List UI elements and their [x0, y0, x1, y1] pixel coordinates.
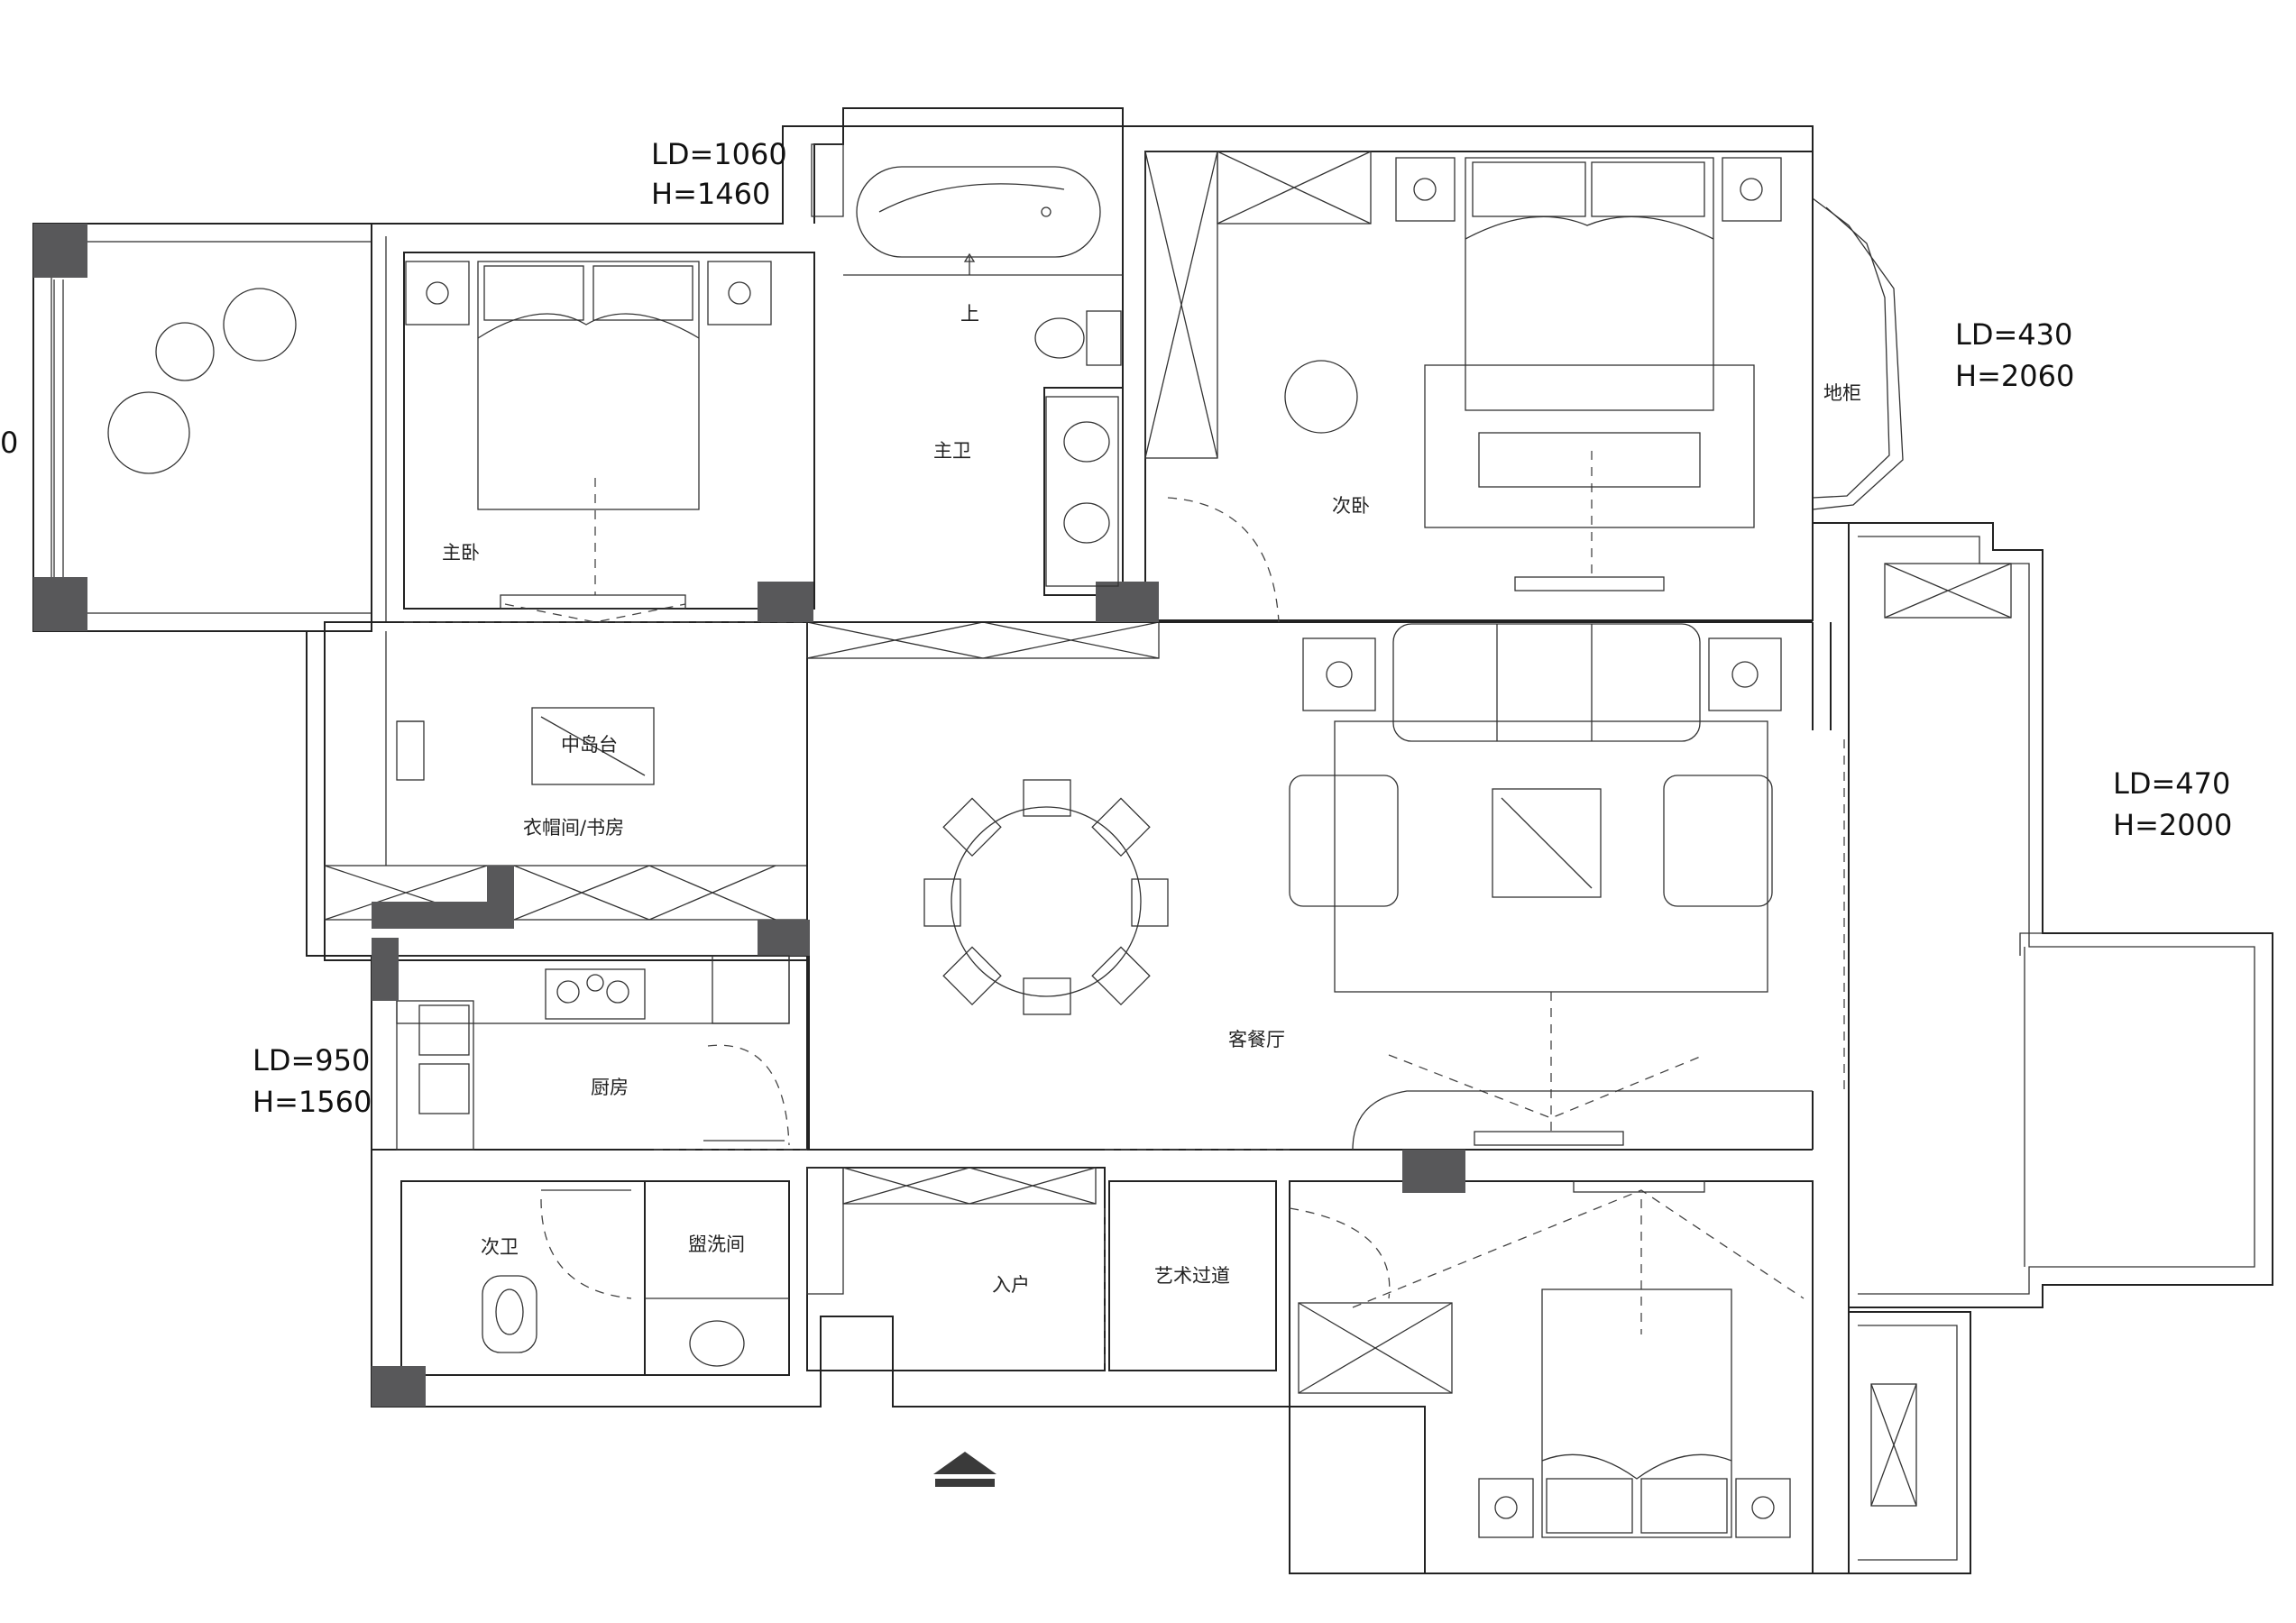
label-entrance: 入户: [992, 1274, 1030, 1296]
dim-right-top-h: H=2060: [1955, 359, 2074, 393]
columns: [33, 224, 1465, 1407]
label-second-bedroom: 次卧: [1332, 495, 1370, 517]
dim-cut-off: 0: [0, 426, 18, 460]
label-island: 中岛台: [561, 734, 618, 756]
dim-top-h: H=1460: [651, 177, 770, 211]
dim-right-mid-h: H=2000: [2113, 808, 2232, 842]
label-up: 上: [960, 303, 979, 325]
dashed-lines: [404, 451, 1845, 1371]
label-wash-room: 盥洗间: [688, 1233, 745, 1255]
dim-right-mid-ld: LD=470: [2113, 766, 2230, 801]
interior-walls: [324, 107, 2012, 1574]
dim-top-ld: LD=1060: [651, 137, 787, 171]
label-living-dining: 客餐厅: [1228, 1029, 1285, 1050]
outer-walls: [32, 125, 2273, 1574]
label-second-bath: 次卫: [481, 1236, 519, 1258]
label-master-bath: 主卫: [933, 440, 971, 462]
dimension-notes: LD=1060 H=1460 LD=430 H=2060 LD=470 H=20…: [0, 137, 2232, 1119]
label-art-corridor: 艺术过道: [1154, 1265, 1230, 1287]
dim-left-ld: LD=950: [253, 1043, 370, 1077]
room-labels: 主卧 主卫 上 次卧 地柜 中岛台 衣帽间/书房 客餐厅 厨房 次卫 盥洗间 入…: [442, 303, 1861, 1296]
entrance-arrow-icon: [933, 1452, 996, 1474]
label-kitchen: 厨房: [591, 1077, 629, 1098]
label-cabinet: 地柜: [1823, 382, 1861, 404]
dim-right-top-ld: LD=430: [1955, 317, 2072, 352]
dim-left-h: H=1560: [253, 1085, 372, 1119]
label-master-bedroom: 主卧: [442, 542, 480, 564]
furniture: [107, 157, 1813, 1538]
label-cloak-study: 衣帽间/书房: [523, 817, 624, 839]
